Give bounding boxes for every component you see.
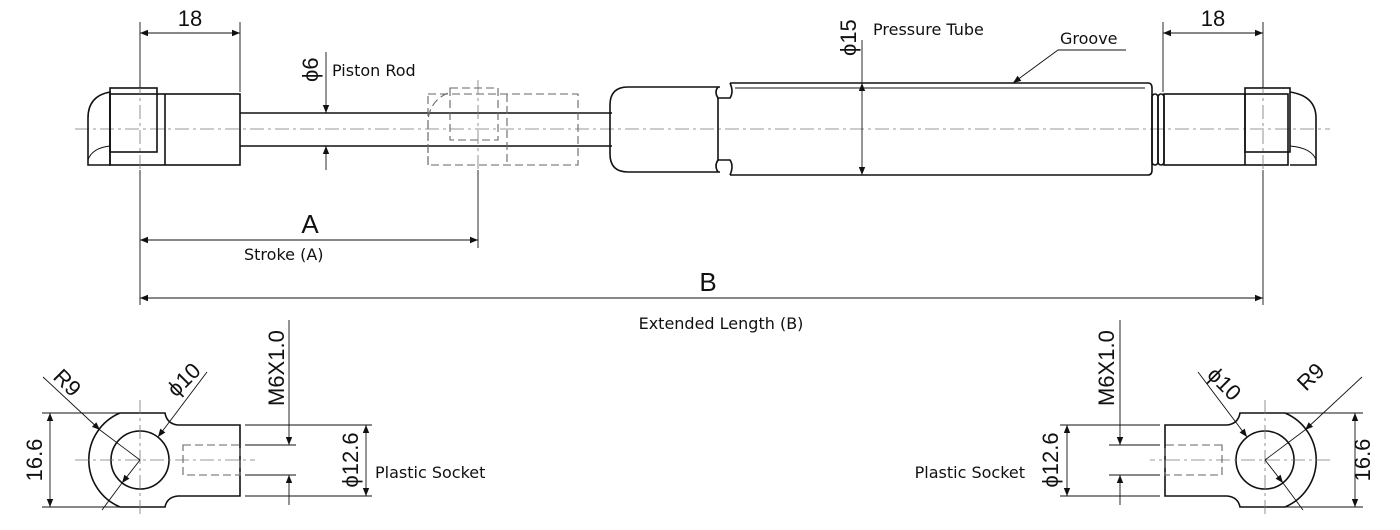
right-socket-view: 16.6 R9 ϕ10 M6X1.0 ϕ12.6 Plastic Socket — [915, 320, 1375, 515]
right-end-fitting — [1163, 80, 1317, 170]
left-end-fitting — [87, 80, 241, 170]
extended-length-dimension: B Extended Length (B) — [140, 170, 1264, 333]
right-eye-dimension: 18 — [1162, 6, 1264, 92]
left-socket-view: 16.6 R9 ϕ10 M6X1.0 ϕ12.6 Plastic Socket — [22, 320, 485, 515]
svg-text:ϕ6: ϕ6 — [298, 57, 323, 82]
pressure-tube — [609, 82, 1165, 176]
tube-diameter-dimension: ϕ15 Pressure Tube — [836, 19, 984, 175]
piston-rod — [240, 112, 612, 147]
svg-text:ϕ12.6: ϕ12.6 — [338, 432, 363, 487]
svg-text:18: 18 — [178, 6, 202, 31]
svg-text:16.6: 16.6 — [22, 439, 47, 482]
svg-text:Piston Rod: Piston Rod — [332, 61, 416, 80]
svg-text:Groove: Groove — [1060, 29, 1118, 48]
svg-text:ϕ10: ϕ10 — [162, 358, 206, 402]
svg-text:B: B — [699, 267, 716, 297]
compressed-position-ghost — [427, 80, 579, 170]
groove-callout: Groove — [1012, 29, 1126, 84]
stroke-dimension: A Stroke (A) — [139, 170, 479, 305]
svg-text:Plastic Socket: Plastic Socket — [915, 463, 1025, 482]
svg-text:R9: R9 — [1292, 358, 1330, 396]
svg-text:Plastic Socket: Plastic Socket — [375, 463, 485, 482]
svg-text:18: 18 — [1201, 6, 1225, 31]
svg-text:M6X1.0: M6X1.0 — [264, 330, 289, 406]
svg-text:16.6: 16.6 — [1350, 439, 1375, 482]
svg-text:Stroke (A): Stroke (A) — [244, 245, 324, 264]
svg-text:A: A — [301, 209, 319, 239]
rod-diameter-dimension: ϕ6 Piston Rod — [298, 52, 416, 170]
svg-text:Extended Length (B): Extended Length (B) — [639, 314, 804, 333]
svg-text:M6X1.0: M6X1.0 — [1094, 330, 1119, 406]
svg-text:ϕ10: ϕ10 — [1202, 362, 1246, 406]
svg-text:Pressure Tube: Pressure Tube — [873, 20, 984, 39]
svg-text:ϕ12.6: ϕ12.6 — [1038, 432, 1063, 487]
svg-text:ϕ15: ϕ15 — [836, 19, 861, 56]
left-eye-dimension: 18 — [139, 6, 241, 92]
svg-text:R9: R9 — [48, 364, 86, 402]
